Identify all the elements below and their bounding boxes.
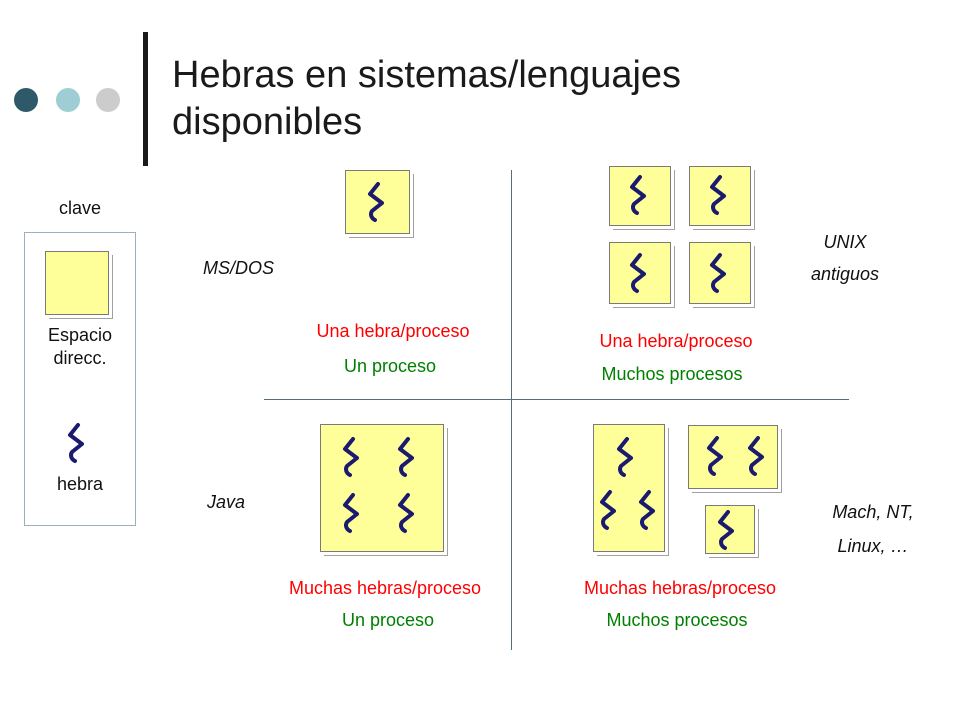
example-mach-nt-linux: Mach, NT, Linux, … [832,495,913,563]
address-space-box [593,424,665,552]
example-mach-line1: Mach, NT, [832,502,914,522]
example-msdos: MS/DOS [203,258,275,278]
process-count-label: Un proceso [341,610,435,630]
example-unix: UNIX antiguos [811,226,879,290]
process-count-label: Muchos procesos [601,364,743,384]
decor-dot-dark [14,88,38,112]
vertical-divider [511,170,512,650]
example-unix-line1: UNIX [823,232,867,252]
legend-thread-label: hebra [56,474,104,494]
example-java: Java [207,492,246,512]
process-count-label: Un proceso [343,356,437,376]
slide-title-line1: Hebras en sistemas/lenguajes [172,54,682,96]
legend-space-label-line1: Espacio [47,325,113,345]
threads-per-process-label: Una hebra/proceso [316,321,470,341]
example-unix-line2: antiguos [810,264,880,284]
threads-per-process-label: Una hebra/proceso [599,331,753,351]
threads-per-process-label: Muchas hebras/proceso [288,578,482,598]
threads-per-process-label: Muchas hebras/proceso [583,578,777,598]
slide-title-line2: disponibles [172,101,363,143]
legend-space-label-line2: direcc. [53,348,107,368]
legend-address-space-box [45,251,109,315]
slide-title: Hebras en sistemas/lenguajes disponibles [172,52,681,146]
horizontal-divider [264,399,849,400]
address-space-box [320,424,444,552]
process-count-label: Muchos procesos [606,610,748,630]
legend-space-label: Espacio direcc. [48,324,112,370]
example-mach-line2: Linux, … [837,536,909,556]
decor-dot-gray [96,88,120,112]
legend-title: clave [58,198,102,218]
title-bar [143,32,148,166]
decor-dot-light [56,88,80,112]
